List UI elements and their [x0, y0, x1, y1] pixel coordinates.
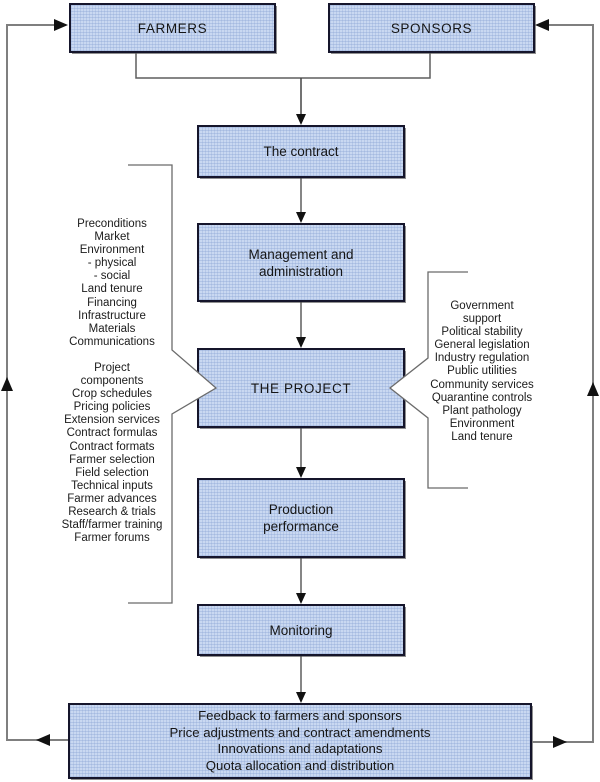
text-line: support	[462, 313, 502, 326]
text-line: Technical inputs	[71, 479, 153, 492]
arrowhead-into-management-icon	[296, 212, 306, 223]
text-line: Project	[94, 362, 130, 374]
text-line: Government	[450, 300, 514, 312]
feedback-loop-right-line	[532, 24, 594, 743]
text-line: Research & trials	[68, 506, 156, 519]
text-line: Quarantine controls	[431, 391, 533, 404]
contract-box: The contract	[197, 125, 405, 178]
text-line: Farmer forums	[74, 532, 150, 545]
text-line: Price adjustments and contract amendment…	[169, 724, 431, 740]
text-line: Pricing policies	[73, 401, 151, 414]
arrowhead-into-project-icon	[296, 337, 306, 348]
text-line: Plant pathology	[442, 404, 522, 417]
text-line: General legislation	[434, 339, 530, 352]
text-line: Financing	[87, 296, 137, 309]
text-line: Feedback to farmers and sponsors	[198, 708, 402, 723]
text-line: Market	[94, 231, 130, 244]
text-line: Environment	[79, 244, 145, 257]
text-line: Staff/farmer training	[61, 519, 163, 532]
text-line: Land tenure	[81, 283, 143, 296]
project-box: THE PROJECT	[197, 348, 405, 428]
text-line: Public utilities	[447, 365, 517, 378]
text-line: Contract formulas	[66, 427, 158, 440]
text-line: Crop schedules	[72, 388, 152, 401]
arrowhead-left-to-farmers-loop	[36, 734, 50, 746]
text-line: Farmer selection	[69, 453, 155, 466]
text-line: Quota allocation and distribution	[205, 757, 395, 773]
text-line: Community services	[430, 378, 534, 391]
text-line: Political stability	[441, 326, 523, 339]
arrowhead-up-right-icon	[587, 382, 599, 396]
farmers-box: FARMERS	[69, 3, 276, 53]
text-line: Materials	[88, 322, 136, 335]
arrowhead-into-feedback-icon	[296, 692, 306, 703]
arrowhead-into-contract-icon	[296, 114, 306, 125]
farmers-sponsors-merge-line	[135, 53, 431, 79]
arrowhead-into-production-icon	[296, 467, 306, 478]
text-line: Contract formats	[69, 440, 155, 453]
management-box: Management and administration	[197, 223, 405, 302]
arrowhead-into-sponsors-icon	[535, 19, 549, 31]
text-line: Industry regulation	[434, 352, 530, 365]
arrowhead-into-farmers-icon	[54, 19, 68, 31]
arrowhead-into-monitoring-icon	[296, 593, 306, 604]
text-line: - physical	[87, 257, 137, 270]
text-line: Innovations and adaptations	[217, 741, 383, 756]
text-line: - social	[93, 270, 131, 283]
production-box: Production performance	[197, 478, 405, 558]
monitoring-box: Monitoring	[197, 604, 405, 656]
text-line: Land tenure	[451, 430, 513, 443]
arrowhead-right-from-feedback-icon	[553, 736, 567, 748]
text-line: Farmer advances	[67, 492, 157, 505]
text-line: Extension services	[64, 414, 160, 427]
text-line: Communications	[69, 335, 155, 348]
text-line: components	[80, 375, 144, 388]
text-line: Infrastructure	[78, 309, 146, 322]
text-line: Environment	[449, 417, 515, 430]
arrowhead-up-left-icon	[1, 377, 13, 391]
text-line: Preconditions	[77, 218, 147, 230]
sponsors-box: SPONSORS	[328, 3, 535, 53]
text-line: Field selection	[75, 466, 149, 479]
